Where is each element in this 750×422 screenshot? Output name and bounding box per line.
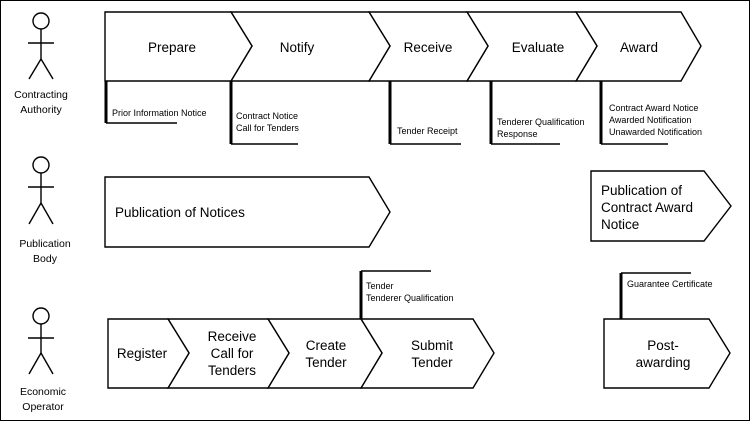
operator-process-chevrons: Register Receive Call for Tenders Create… bbox=[107, 318, 495, 389]
note-tenderer-qualification-response: Tenderer Qualification Response bbox=[489, 81, 585, 145]
note-text: Unawarded Notification bbox=[609, 127, 702, 137]
authority-notes: Prior Information Notice Contract Notice… bbox=[104, 81, 702, 145]
note-text: Response bbox=[497, 129, 538, 139]
chevron-post-awarding bbox=[603, 318, 731, 389]
step-label-post-awarding: Post- bbox=[647, 338, 679, 353]
note-text: Guarantee Certificate bbox=[627, 279, 713, 289]
note-text: Tenderer Qualification bbox=[366, 293, 454, 303]
note-text: Tenderer Qualification bbox=[497, 117, 585, 127]
operator-post-awarding: Post- awarding bbox=[603, 318, 731, 389]
note-text: Tender Receipt bbox=[397, 126, 458, 136]
actor-name-line: Operator bbox=[22, 401, 64, 413]
note-text: Contract Notice bbox=[236, 111, 298, 121]
stick-figure-icon bbox=[28, 156, 54, 225]
operator-notes: Tender Tenderer Qualification Guarantee … bbox=[359, 270, 713, 319]
chevron-register bbox=[107, 318, 190, 389]
step-label-prepare: Prepare bbox=[148, 40, 196, 55]
actor-contracting-authority: Contracting Authority bbox=[14, 12, 68, 116]
step-label-receive-call: Tenders bbox=[208, 363, 256, 378]
actor-name-line: Contracting bbox=[14, 89, 68, 101]
step-label-create-tender: Create bbox=[306, 338, 347, 353]
stick-figure-icon bbox=[28, 307, 54, 375]
note-contract-notice: Contract Notice Call for Tenders bbox=[229, 81, 299, 145]
actor-name-line: Economic bbox=[20, 386, 66, 398]
note-text: Tender bbox=[366, 281, 394, 291]
step-label-publication-of-award: Notice bbox=[601, 217, 639, 232]
note-tender-receipt: Tender Receipt bbox=[388, 81, 461, 145]
note-text: Contract Award Notice bbox=[609, 103, 698, 113]
note-prior-information: Prior Information Notice bbox=[104, 81, 207, 124]
stick-figure-icon bbox=[28, 12, 54, 80]
chevron-publication-of-award bbox=[590, 170, 732, 242]
actor-name-line: Body bbox=[33, 253, 58, 265]
note-text: Prior Information Notice bbox=[112, 108, 207, 118]
actor-publication-body: Publication Body bbox=[19, 156, 71, 265]
step-label-post-awarding: awarding bbox=[636, 355, 691, 370]
step-label-publication-of-award: Contract Award bbox=[601, 200, 693, 215]
step-label-receive: Receive bbox=[404, 40, 453, 55]
note-award-notifications: Contract Award Notice Awarded Notificati… bbox=[599, 81, 702, 145]
chevron-publication-of-notices bbox=[104, 176, 391, 248]
actor-name-line: Publication bbox=[19, 238, 71, 250]
step-label-evaluate: Evaluate bbox=[512, 40, 565, 55]
note-text: Awarded Notification bbox=[609, 115, 691, 125]
note-text: Call for Tenders bbox=[236, 123, 299, 133]
step-label-submit-tender: Submit bbox=[411, 338, 453, 353]
actor-economic-operator: Economic Operator bbox=[20, 307, 66, 413]
note-tender-submission: Tender Tenderer Qualification bbox=[359, 270, 454, 319]
step-label-submit-tender: Tender bbox=[411, 355, 453, 370]
step-label-receive-call: Call for bbox=[211, 346, 254, 361]
actor-name-line: Authority bbox=[20, 104, 62, 116]
step-label-notify: Notify bbox=[280, 40, 315, 55]
step-label-publication-of-award: Publication of bbox=[601, 183, 682, 198]
publication-shapes: Publication of Notices Publication of Co… bbox=[104, 170, 732, 248]
step-label-create-tender: Tender bbox=[305, 355, 347, 370]
step-label-publication-of-notices: Publication of Notices bbox=[115, 205, 245, 220]
authority-process-chevrons: Prepare Notify Receive Evaluate Award bbox=[104, 11, 702, 82]
chevron-prepare bbox=[104, 11, 253, 82]
step-label-register: Register bbox=[117, 346, 168, 361]
step-label-award: Award bbox=[620, 40, 658, 55]
step-label-receive-call: Receive bbox=[208, 329, 257, 344]
note-guarantee-certificate: Guarantee Certificate bbox=[619, 272, 713, 319]
